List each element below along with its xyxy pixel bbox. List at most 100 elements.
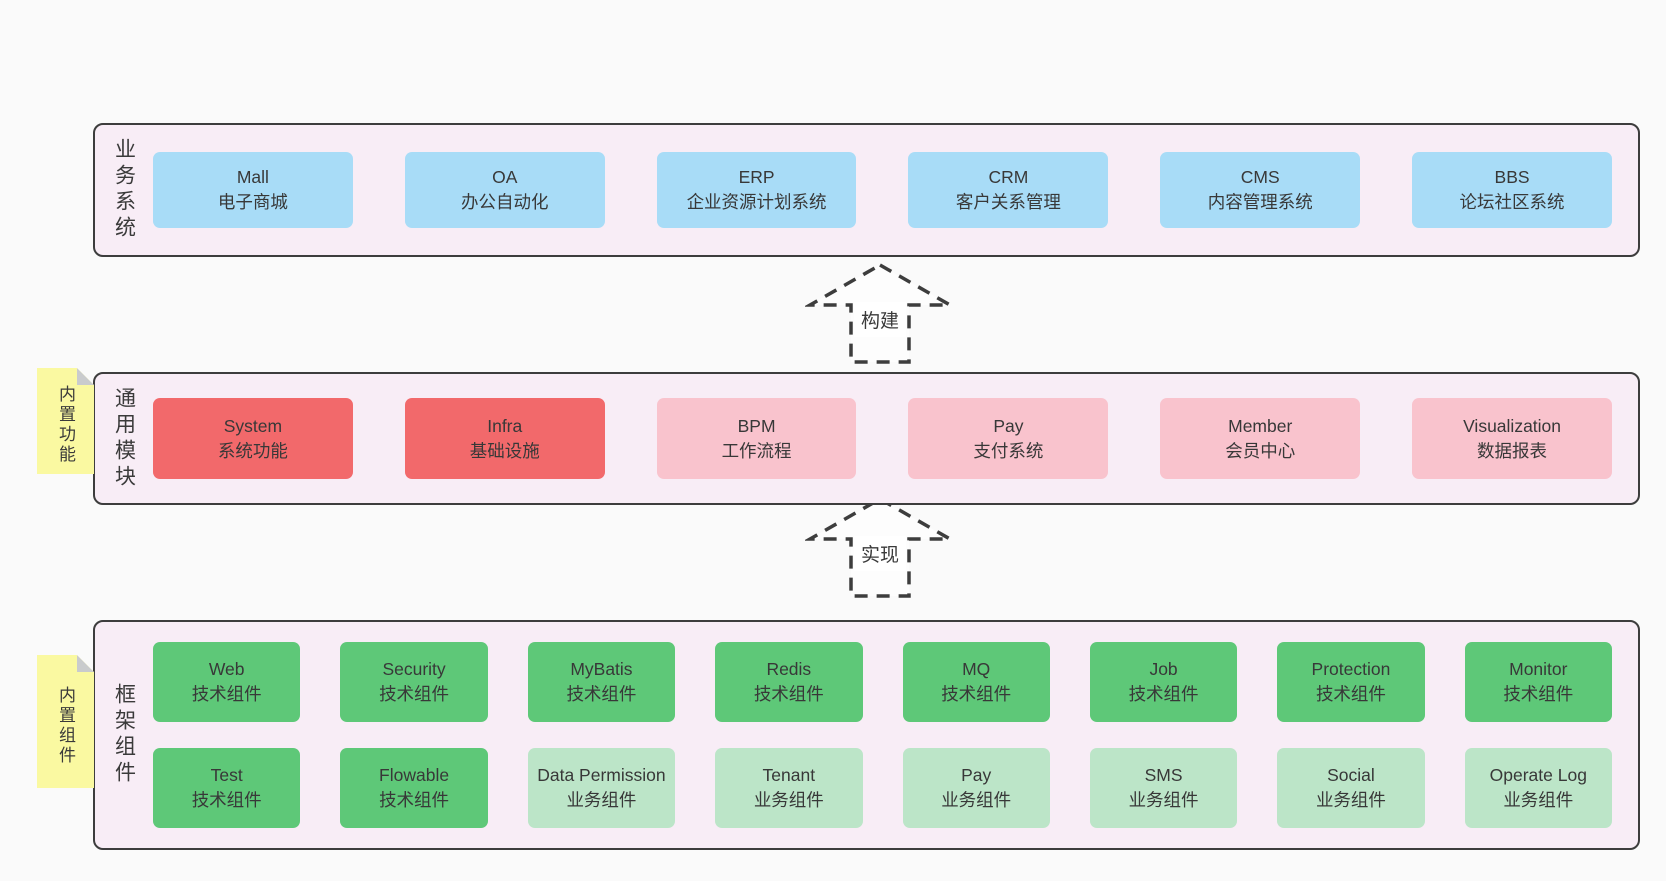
box-title: System: [223, 415, 283, 436]
box-subtitle: 技术组件: [1128, 684, 1199, 704]
box-title: Flowable: [379, 765, 450, 786]
box-subtitle: 业务组件: [1128, 790, 1199, 810]
box-title: Monitor: [1509, 659, 1568, 680]
box-job: Job 技术组件: [1089, 642, 1238, 722]
box-operate-log: Operate Log 业务组件: [1464, 748, 1612, 828]
implement-arrow-label: 实现: [853, 536, 907, 571]
box-bbs: BBS 论坛社区系统: [1412, 152, 1612, 228]
box-security: Security 技术组件: [340, 642, 488, 722]
box-subtitle: 企业资源计划系统: [686, 192, 827, 212]
box-subtitle: 业务组件: [1503, 790, 1574, 810]
box-row: Mall 电子商城 OA 办公自动化 ERP 企业资源计划系统 CRM 客户关系…: [153, 152, 1612, 228]
box-visualization: Visualization 数据报表: [1412, 398, 1612, 479]
box-subtitle: 办公自动化: [460, 192, 549, 212]
box-row: Web 技术组件 Security 技术组件 MyBatis 技术组件 Redi…: [153, 642, 1612, 722]
box-title: BPM: [737, 415, 776, 436]
layer-boxes: System 系统功能 Infra 基础设施 BPM 工作流程 Pay 支付系统…: [153, 374, 1638, 503]
box-title: Visualization: [1463, 415, 1562, 436]
box-title: Security: [382, 659, 446, 680]
box-title: CRM: [988, 167, 1029, 188]
box-mq: MQ 技术组件: [902, 642, 1050, 722]
box-title: Pay: [961, 765, 992, 786]
box-cms: CMS 内容管理系统: [1160, 152, 1361, 228]
box-subtitle: 会员中心: [1225, 440, 1296, 461]
box-flowable: Flowable 技术组件: [340, 748, 488, 828]
box-title: Tenant: [762, 765, 816, 786]
box-oa: OA 办公自动化: [404, 152, 605, 228]
box-subtitle: 业务组件: [941, 790, 1012, 810]
layer-label-text: 通用模块: [112, 386, 136, 491]
box-subtitle: 技术组件: [379, 790, 450, 810]
box-title: Operate Log: [1489, 765, 1587, 786]
box-protection: Protection 技术组件: [1277, 642, 1425, 722]
box-title: Protection: [1311, 659, 1391, 680]
box-title: MyBatis: [570, 659, 633, 680]
box-title: Redis: [766, 659, 812, 680]
box-title: Job: [1149, 659, 1178, 680]
build-arrow-label: 构建: [853, 302, 907, 337]
box-member: Member 会员中心: [1160, 398, 1361, 479]
box-subtitle: 技术组件: [1315, 684, 1386, 704]
box-subtitle: 业务组件: [1315, 790, 1386, 810]
box-title: Infra: [487, 415, 523, 436]
box-sms: SMS 业务组件: [1089, 748, 1238, 828]
box-subtitle: 数据报表: [1477, 440, 1548, 461]
box-row: Test 技术组件 Flowable 技术组件 Data Permission …: [153, 748, 1612, 828]
box-bpm: BPM 工作流程: [656, 398, 857, 479]
box-mybatis: MyBatis 技术组件: [527, 642, 676, 722]
box-subtitle: 系统功能: [217, 440, 288, 461]
box-social: Social 业务组件: [1277, 748, 1425, 828]
box-title: Pay: [993, 415, 1024, 436]
box-erp: ERP 企业资源计划系统: [656, 152, 857, 228]
implement-arrow: 实现: [805, 494, 955, 600]
box-data-permission: Data Permission 业务组件: [527, 748, 676, 828]
sticky-note-built-in-components: 内置组件: [37, 655, 94, 788]
box-title: Member: [1228, 415, 1293, 436]
box-title: CMS: [1240, 167, 1280, 188]
layer-label: 通用模块: [95, 374, 153, 503]
box-mall: Mall 电子商城: [153, 152, 353, 228]
box-crm: CRM 客户关系管理: [908, 152, 1109, 228]
layer-label-text: 业务系统: [112, 138, 136, 242]
layer-boxes: Web 技术组件 Security 技术组件 MyBatis 技术组件 Redi…: [153, 622, 1638, 848]
box-subtitle: 内容管理系统: [1207, 192, 1313, 212]
box-subtitle: 技术组件: [191, 684, 262, 704]
box-subtitle: 基础设施: [469, 440, 540, 461]
box-title: Data Permission: [537, 765, 666, 786]
box-subtitle: 电子商城: [217, 192, 288, 212]
box-subtitle: 技术组件: [379, 684, 450, 704]
box-title: Mall: [236, 167, 269, 188]
box-subtitle: 论坛社区系统: [1459, 192, 1565, 212]
box-subtitle: 技术组件: [941, 684, 1012, 704]
sticky-note-label: 内置组件: [56, 685, 75, 766]
box-pay-component: Pay 业务组件: [902, 748, 1050, 828]
box-test: Test 技术组件: [153, 748, 301, 828]
sticky-note-label: 内置功能: [56, 385, 75, 465]
layer-framework-components: 框架组件 Web 技术组件 Security 技术组件 MyBatis 技术组件…: [93, 620, 1640, 850]
layer-label-text: 框架组件: [112, 683, 136, 787]
folded-corner-icon: [77, 655, 94, 672]
layer-business-systems: 业务系统 Mall 电子商城 OA 办公自动化 ERP 企业资源计划系统 CRM: [93, 123, 1640, 257]
box-title: OA: [492, 167, 518, 188]
box-title: MQ: [962, 659, 991, 680]
box-subtitle: 客户关系管理: [955, 192, 1061, 212]
box-title: Web: [208, 659, 245, 680]
box-tenant: Tenant 业务组件: [715, 748, 863, 828]
box-redis: Redis 技术组件: [715, 642, 863, 722]
box-subtitle: 技术组件: [753, 684, 824, 704]
folded-corner-icon: [77, 368, 94, 385]
build-arrow: 构建: [805, 260, 955, 366]
layer-boxes: Mall 电子商城 OA 办公自动化 ERP 企业资源计划系统 CRM 客户关系…: [153, 125, 1638, 255]
box-infra: Infra 基础设施: [404, 398, 605, 479]
box-title: Social: [1327, 765, 1375, 786]
sticky-note-built-in-functions: 内置功能: [37, 368, 94, 474]
box-subtitle: 工作流程: [721, 440, 792, 461]
box-subtitle: 技术组件: [1503, 684, 1574, 704]
box-subtitle: 技术组件: [566, 684, 637, 704]
box-subtitle: 技术组件: [191, 790, 262, 810]
box-monitor: Monitor 技术组件: [1464, 642, 1612, 722]
box-subtitle: 业务组件: [753, 790, 824, 810]
box-system: System 系统功能: [153, 398, 353, 479]
box-web: Web 技术组件: [153, 642, 301, 722]
layer-label: 业务系统: [95, 125, 153, 255]
